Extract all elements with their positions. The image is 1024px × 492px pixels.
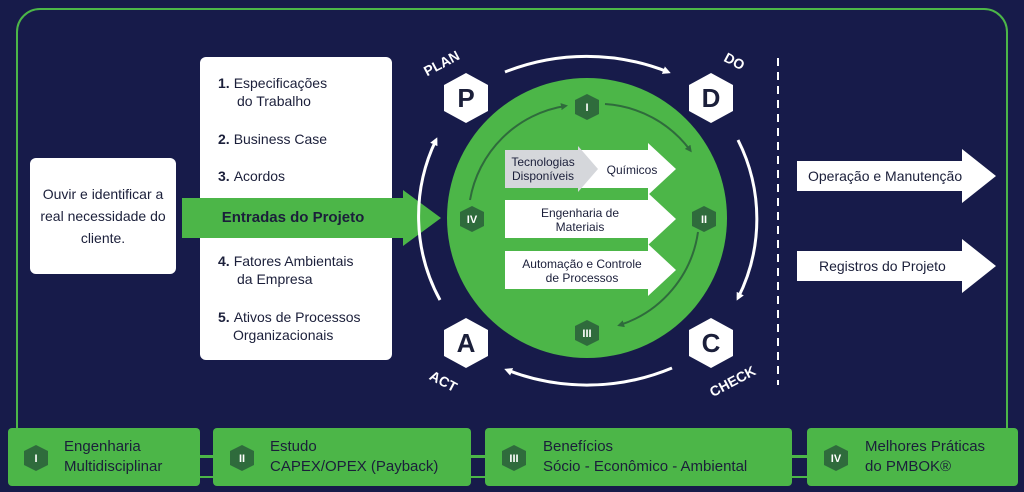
bottom-box-3 (485, 428, 792, 486)
bottom-hex-ii-label: II (239, 453, 245, 465)
output-label-1: Operação e Manutenção (808, 168, 963, 184)
input-item-5-number: 5. (218, 309, 230, 325)
inner-hex-ii (692, 206, 716, 232)
output-label-2: Registros do Projeto (819, 258, 946, 274)
bottom-text-2: Estudo CAPEX/OPEX (Payback) (270, 437, 438, 477)
inner-hex-iii-label: III (582, 328, 591, 340)
inner-hex-i-label: I (585, 102, 588, 114)
bottom-hex-i (24, 445, 48, 471)
hex-act-letter: A (457, 328, 476, 358)
bottom-text-3-line1: Benefícios (543, 438, 614, 455)
bottom-text-1-line2: Multidisciplinar (64, 458, 163, 475)
materials-label-line2: Materiais (555, 220, 605, 234)
automation-label: Automação e Controle de Processos (506, 257, 658, 285)
input-item-1-line2: do Trabalho (237, 93, 311, 109)
arrow-plan-to-do (504, 54, 671, 74)
input-item-4-number: 4. (218, 253, 230, 269)
bottom-hex-iv (824, 445, 848, 471)
materials-label: Engenharia de Materiais (510, 206, 650, 234)
hex-plan-letter: P (457, 83, 474, 113)
output-arrow-1 (797, 149, 996, 203)
bottom-text-2-line2: CAPEX/OPEX (Payback) (270, 458, 439, 475)
hex-act (444, 318, 488, 368)
bottom-text-1: Engenharia Multidisciplinar (64, 437, 162, 477)
input-item-3-line1: Acordos (233, 168, 286, 184)
inner-hex-iv (460, 206, 484, 232)
inner-arrow-right (617, 231, 699, 328)
materials-arrow (505, 193, 676, 245)
input-item-5-line2: Organizacionais (233, 327, 334, 343)
client-card (30, 158, 176, 274)
bottom-connector-3 (792, 455, 808, 458)
tech-label: Tecnologias Disponíveis (505, 155, 581, 183)
hex-do (689, 73, 733, 123)
bottom-hex-ii (230, 445, 254, 471)
client-text: Ouvir e identificar a real necessidade d… (40, 186, 166, 246)
input-item-4-line2: da Empresa (237, 271, 313, 287)
input-item-5: 5.Ativos de Processos Organizacionais (218, 308, 361, 344)
bottom-text-2-line1: Estudo (270, 438, 317, 455)
bottom-connector-2 (470, 455, 486, 458)
inner-hex-i (575, 94, 599, 120)
inner-arrow-left (469, 103, 568, 201)
inner-hex-iii (575, 320, 599, 346)
input-item-2-number: 2. (218, 131, 230, 147)
inner-hex-ii-label: II (701, 214, 707, 226)
input-item-3: 3.Acordos (218, 167, 285, 185)
bottom-box-2 (213, 428, 471, 486)
bottom-hex-iv-label: IV (831, 453, 842, 465)
arrow-do-to-check (736, 139, 759, 301)
chemicals-label: Químicos (606, 163, 658, 177)
bottom-hex-i-label: I (34, 453, 37, 465)
automation-label-line1: Automação e Controle (522, 257, 642, 271)
bottom-text-1-line1: Engenharia (64, 438, 141, 455)
bottom-hex-iii (502, 445, 526, 471)
bottom-connector-1 (200, 455, 214, 458)
hex-plan (444, 73, 488, 123)
arrow-act-to-plan (417, 137, 442, 301)
input-item-3-number: 3. (218, 168, 230, 184)
tech-arrow (505, 146, 598, 192)
arrow-check-to-act (504, 366, 673, 387)
automation-arrow (505, 244, 676, 296)
input-item-5-line1: Ativos de Processos (233, 309, 361, 325)
hex-do-letter: D (702, 83, 721, 113)
bottom-text-4: Melhores Práticas do PMBOK® (865, 437, 985, 477)
automation-label-line2: de Processos (545, 271, 619, 285)
input-item-4: 4.Fatores Ambientais da Empresa (218, 252, 354, 288)
input-item-1: 1.Especificações do Trabalho (218, 74, 327, 110)
entradas-arrow-label: Entradas do Projeto (221, 209, 365, 226)
hex-check-letter: C (702, 328, 721, 358)
tech-label-line2: Disponíveis (511, 169, 575, 183)
input-item-4-line1: Fatores Ambientais (233, 253, 354, 269)
input-item-1-number: 1. (218, 75, 230, 91)
bottom-text-3-line2: Sócio - Econômico - Ambiental (543, 458, 748, 475)
materials-label-line1: Engenharia de (540, 206, 620, 220)
input-item-2: 2.Business Case (218, 130, 327, 148)
bottom-text-4-line2: do PMBOK® (865, 458, 952, 475)
input-item-1-line1: Especificações (233, 75, 328, 91)
tech-label-line1: Tecnologias (511, 155, 575, 169)
inner-arrow-top (604, 103, 692, 153)
bottom-hex-iii-label: III (509, 453, 518, 465)
output-arrow-2 (797, 239, 996, 293)
hex-check (689, 318, 733, 368)
entradas-arrow-head (403, 190, 441, 246)
input-item-2-line1: Business Case (233, 131, 328, 147)
entradas-arrow-shaft (182, 198, 404, 238)
bottom-text-4-line1: Melhores Práticas (865, 438, 986, 455)
bottom-text-3: Benefícios Sócio - Econômico - Ambiental (543, 437, 747, 477)
inner-hex-iv-label: IV (467, 214, 478, 226)
